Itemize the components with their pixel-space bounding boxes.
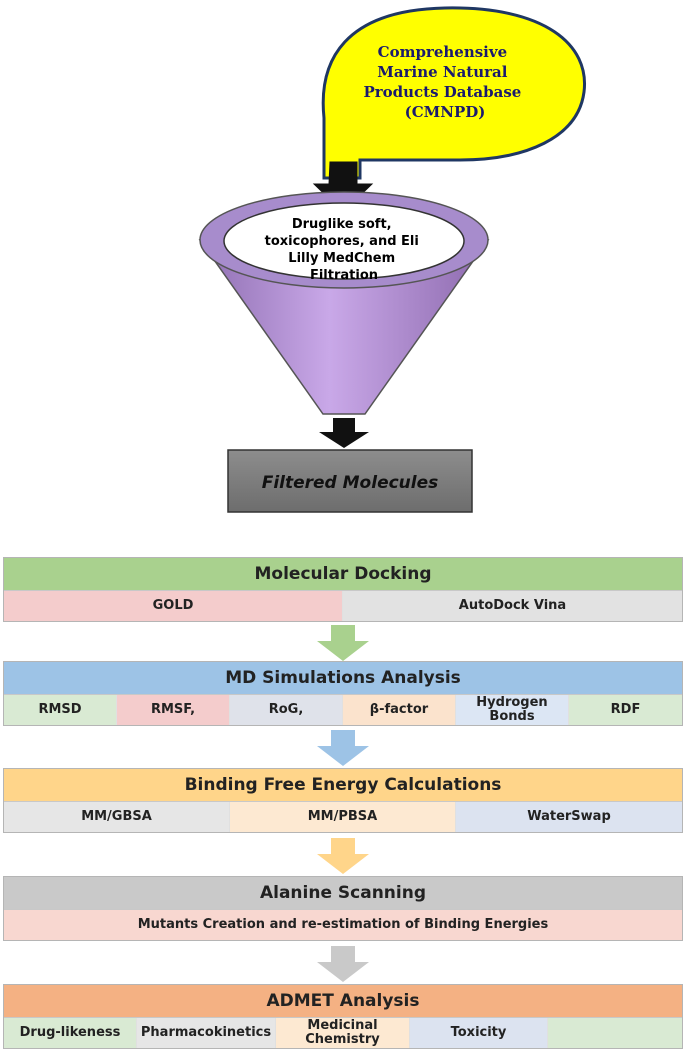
method-cell: RoG,	[230, 695, 343, 725]
stage-molecular-docking: Molecular Docking GOLD AutoDock Vina	[3, 557, 683, 622]
method-cell: β-factor	[343, 695, 456, 725]
stage-title: Alanine Scanning	[4, 877, 682, 910]
stage-binding-free-energy: Binding Free Energy Calculations MM/GBSA…	[3, 768, 683, 833]
method-cell: Drug-likeness	[4, 1018, 137, 1048]
stage-arrow-icon	[317, 838, 369, 874]
stage-methods: GOLD AutoDock Vina	[4, 591, 682, 621]
stage-methods: RMSD RMSF, RoG, β-factor Hydrogen Bonds …	[4, 695, 682, 725]
filtered-molecules-label: Filtered Molecules	[262, 473, 439, 493]
stage-arrow-icon	[317, 625, 369, 661]
callout-text: Comprehensive Marine Natural Products Da…	[363, 43, 526, 121]
filtered-molecules-box	[227, 449, 473, 513]
stage-alanine-scanning: Alanine Scanning Mutants Creation and re…	[3, 876, 683, 941]
method-cell: RDF	[569, 695, 682, 725]
method-cell: GOLD	[4, 591, 343, 621]
stage-methods: MM/GBSA MM/PBSA WaterSwap	[4, 802, 682, 832]
method-cell: AutoDock Vina	[343, 591, 682, 621]
method-cell: Mutants Creation and re-estimation of Bi…	[4, 910, 682, 940]
stage-title: Molecular Docking	[4, 558, 682, 591]
funnel-opening	[223, 202, 465, 280]
method-cell: Pharmacokinetics	[137, 1018, 276, 1048]
stage-methods: Drug-likeness Pharmacokinetics Medicinal…	[4, 1018, 682, 1048]
stage-title: ADMET Analysis	[4, 985, 682, 1018]
method-cell: Toxicity	[410, 1018, 548, 1048]
stage-title: Binding Free Energy Calculations	[4, 769, 682, 802]
database-callout	[321, 6, 587, 180]
stage-methods: Mutants Creation and re-estimation of Bi…	[4, 910, 682, 940]
method-cell: Medicinal Chemistry	[276, 1018, 410, 1048]
stage-title: MD Simulations Analysis	[4, 662, 682, 695]
stage-arrow-icon	[317, 730, 369, 766]
funnel-output-arrow-icon	[319, 418, 369, 448]
method-cell: RMSD	[4, 695, 117, 725]
method-cell: MM/PBSA	[230, 802, 456, 832]
method-cell: RMSF,	[117, 695, 230, 725]
funnel-text: Druglike soft, toxicophores, and Eli Lil…	[265, 217, 424, 283]
method-cell	[548, 1018, 682, 1048]
stage-arrow-icon	[317, 946, 369, 982]
stage-admet-analysis: ADMET Analysis Drug-likeness Pharmacokin…	[3, 984, 683, 1049]
stage-md-simulations: MD Simulations Analysis RMSD RMSF, RoG, …	[3, 661, 683, 726]
method-cell: MM/GBSA	[4, 802, 230, 832]
method-cell: WaterSwap	[456, 802, 682, 832]
method-cell: Hydrogen Bonds	[456, 695, 569, 725]
